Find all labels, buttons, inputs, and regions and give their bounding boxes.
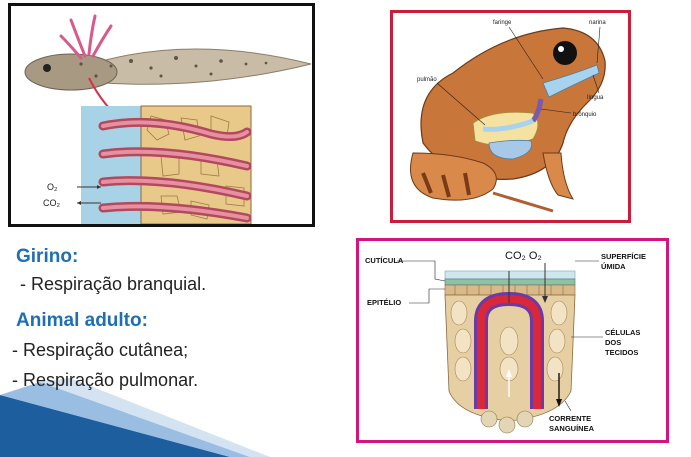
- tadpole-gill-diagram: O₂ CO₂: [8, 3, 315, 227]
- label-pulmao: pulmão: [417, 77, 437, 83]
- adulto-item-cutanea: - Respiração cutânea;: [12, 340, 189, 360]
- label-epitelio: EPITÉLIO: [367, 298, 401, 307]
- label-co2: CO₂: [43, 198, 61, 208]
- label-dos: DOS: [605, 338, 621, 347]
- girino-item: - Respiração branquial.: [20, 274, 207, 294]
- tadpole-illustration: O₂ CO₂: [24, 14, 312, 224]
- label-cuticula: CUTÍCULA: [365, 256, 404, 265]
- label-faringe: faringe: [493, 20, 512, 26]
- adulto-heading: Animal adulto:: [16, 310, 148, 331]
- label-gases: CO₂ O₂: [505, 250, 542, 262]
- skin-cross-section: CUTÍCULA CO₂ O₂ SUPERFÍCIE ÚMIDA EPITÉLI…: [365, 250, 646, 434]
- label-celulas: CÉLULAS: [605, 328, 640, 337]
- label-tecidos: TECIDOS: [605, 348, 638, 357]
- adulto-item-pulmonar: - Respiração pulmonar.: [12, 370, 199, 390]
- label-o2: O₂: [47, 182, 58, 192]
- label-lingua: língua: [587, 95, 604, 101]
- label-sanguinea: SANGUÍNEA: [549, 424, 595, 433]
- label-umida: ÚMIDA: [601, 262, 626, 271]
- girino-heading: Girino:: [16, 246, 79, 267]
- label-narina: narina: [589, 20, 606, 26]
- skin-respiration-diagram: CUTÍCULA CO₂ O₂ SUPERFÍCIE ÚMIDA EPITÉLI…: [356, 238, 669, 443]
- frog-respiratory-diagram: faringe narina pulmão língua brônquio: [390, 10, 631, 223]
- label-superficie: SUPERFÍCIE: [601, 252, 646, 261]
- frog-illustration: faringe narina pulmão língua brônquio: [410, 20, 606, 213]
- label-corrente: CORRENTE: [549, 414, 591, 423]
- label-bronquio: brônquio: [573, 112, 597, 118]
